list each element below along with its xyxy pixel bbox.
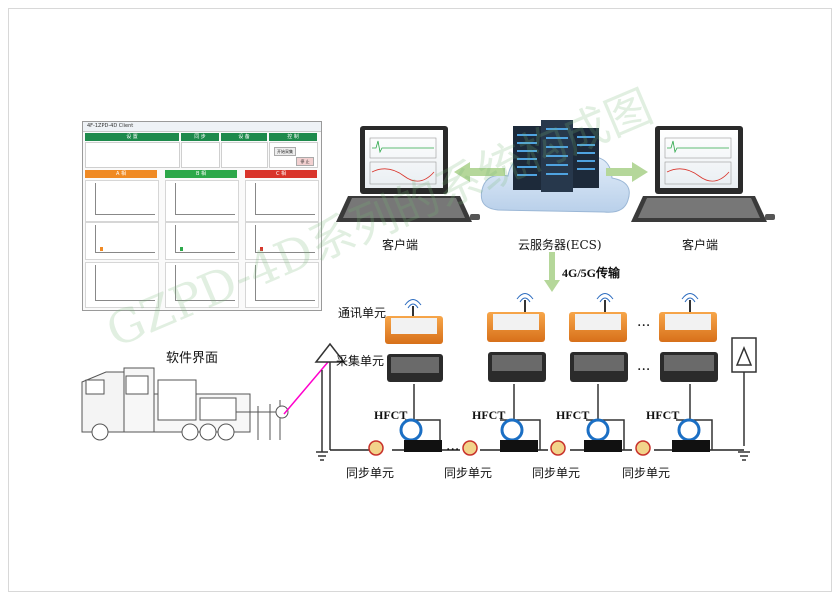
software-header-settings: 设 置: [85, 133, 179, 141]
cloud-server: [480, 120, 630, 213]
sync-unit-label-1: 同步单元: [346, 466, 395, 480]
ellipsis-comm: ···: [637, 318, 651, 334]
channel-c-plot-2: [245, 222, 319, 260]
unit-group-3: [550, 293, 628, 456]
channel-a-plot-1: [85, 180, 159, 222]
unit-group-2: [462, 293, 546, 456]
channel-b-header: B 相: [165, 170, 237, 178]
channel-b-plot-3: [165, 262, 239, 308]
channel-b-plot-2: [165, 222, 239, 260]
channel-c-header: C 相: [245, 170, 317, 178]
hfct-label-2: HFCT: [472, 408, 506, 422]
ellipsis-acq: ···: [637, 362, 651, 378]
sync-unit-label-3: 同步单元: [532, 466, 581, 480]
transmission-label: 4G/5G传输: [562, 266, 621, 280]
software-header-sync: 同 步: [181, 133, 219, 141]
sync-unit-label-4: 同步单元: [622, 466, 671, 480]
hfct-label-1: HFCT: [374, 408, 408, 422]
unit-group-1: [368, 299, 443, 456]
software-header-device: 设 备: [221, 133, 267, 141]
channel-a-header: A 相: [85, 170, 157, 178]
client-right-label: 客户端: [682, 238, 719, 252]
cloud-server-label: 云服务器(ECS): [518, 238, 602, 252]
sync-panel: [181, 142, 220, 168]
comm-unit-label: 通讯单元: [338, 306, 387, 320]
arrow-cloud-to-right-client: [606, 162, 648, 182]
channel-a-plot-2: [85, 222, 159, 260]
client-left-label: 客户端: [382, 238, 419, 252]
software-interface-label: 软件界面: [166, 351, 219, 366]
sync-unit-label-2: 同步单元: [444, 466, 493, 480]
hfct-label-3: HFCT: [556, 408, 590, 422]
ellipsis-cable: ···: [446, 442, 460, 458]
start-acquisition-button[interactable]: 开始采集: [274, 147, 296, 156]
pink-link-line: [283, 361, 329, 415]
channel-c-plot-3: [245, 262, 319, 308]
client-laptop-right: [631, 126, 775, 222]
client-laptop-left: [336, 126, 480, 222]
software-window-title: 4F-1ZPD-4D Client: [83, 122, 321, 132]
software-interface: 4F-1ZPD-4D Client 设 置 同 步 设 备 控 制 开始采集 停…: [82, 121, 322, 311]
hfct-label-4: HFCT: [646, 408, 680, 422]
test-truck: [81, 367, 289, 441]
control-panel: 开始采集 停 止: [269, 142, 318, 168]
channel-b-plot-1: [165, 180, 239, 222]
stop-button[interactable]: 停 止: [296, 157, 314, 166]
settings-panel: [85, 142, 180, 168]
acq-unit-label: 采集单元: [336, 354, 385, 368]
channel-c-plot-1: [245, 180, 319, 222]
arrow-cloud-to-left-client: [454, 162, 505, 182]
device-panel: [221, 142, 268, 168]
software-header-control: 控 制: [269, 133, 317, 141]
left-termination: [314, 342, 346, 461]
arrow-transmission: [544, 252, 560, 292]
unit-group-4: [635, 293, 718, 456]
channel-a-plot-3: [85, 262, 159, 308]
right-termination: [731, 337, 757, 461]
